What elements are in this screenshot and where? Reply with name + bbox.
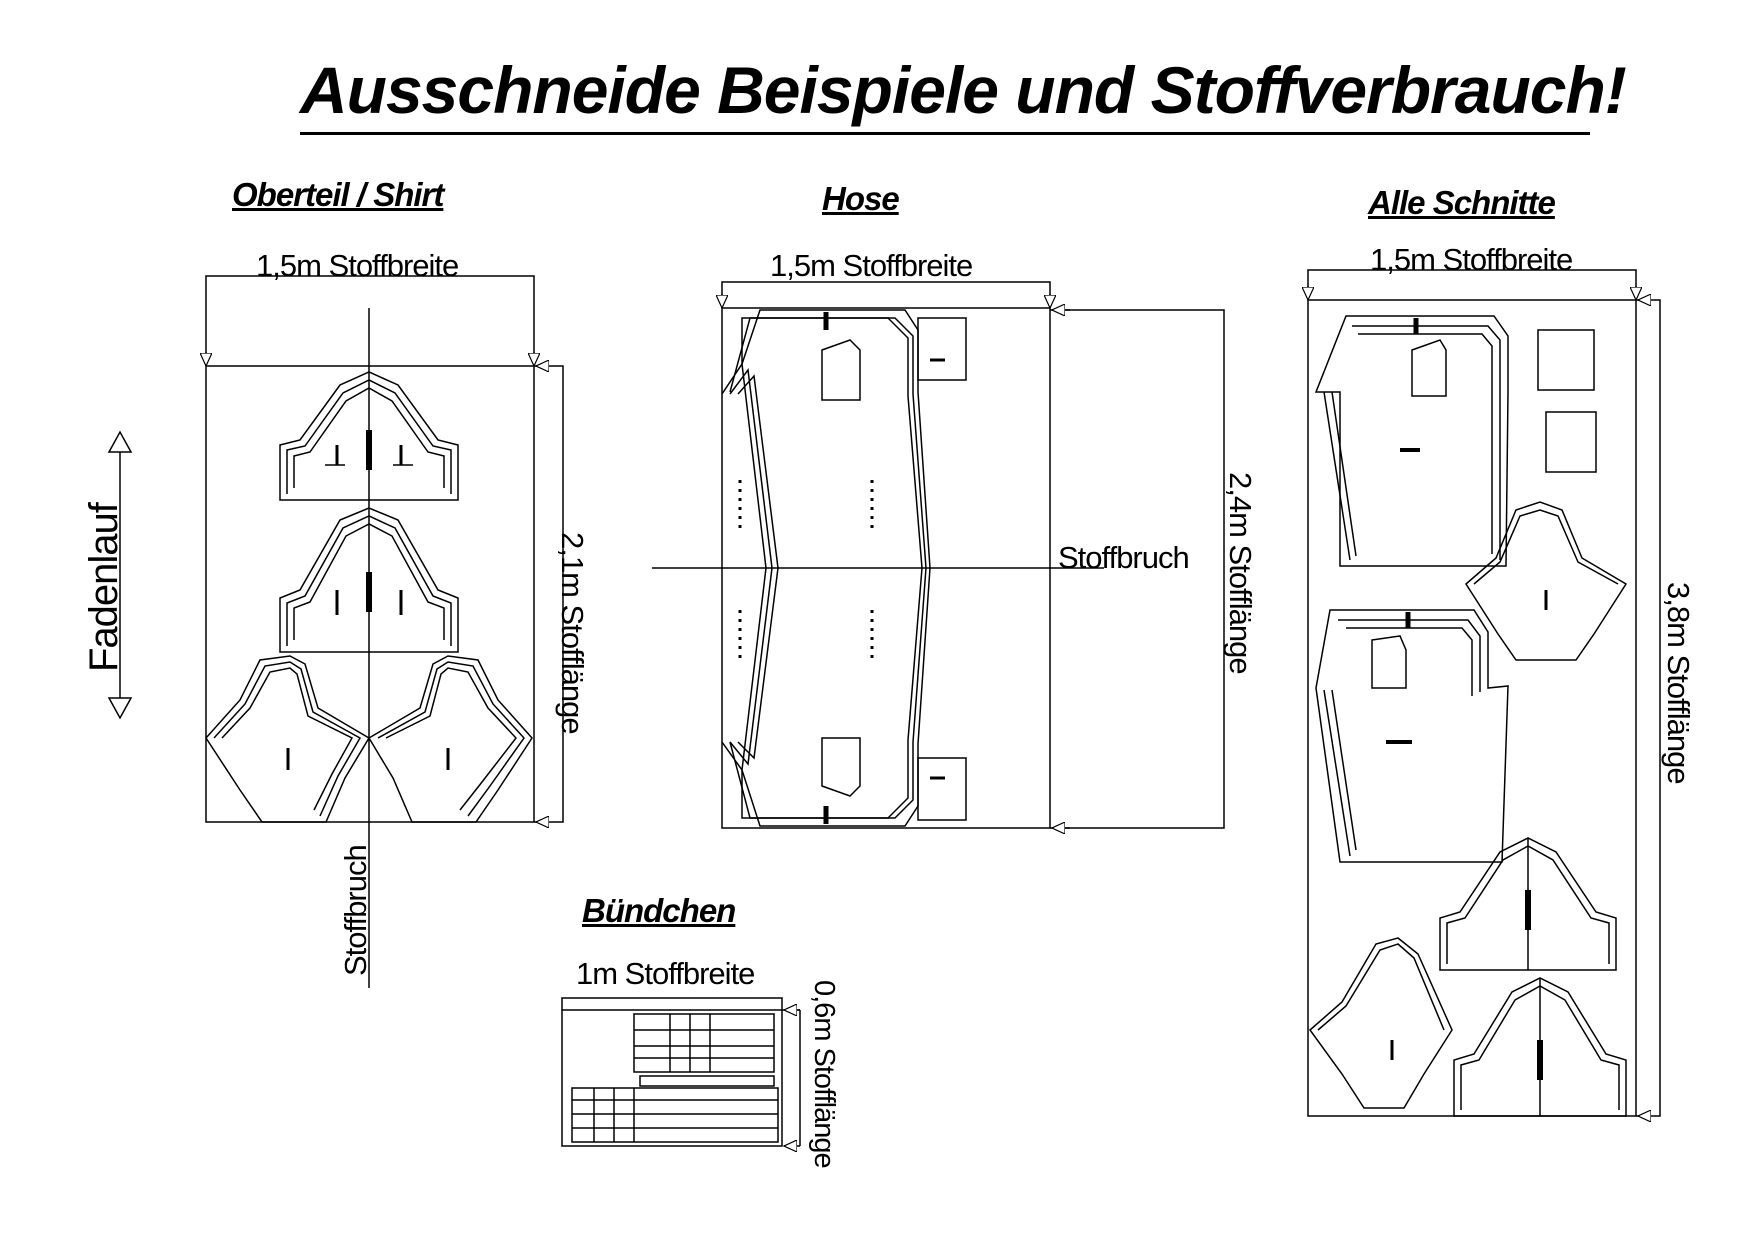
cuffs-width-label: 1m Stoffbreite bbox=[576, 956, 755, 991]
pants-width-label: 1,5m Stoffbreite bbox=[770, 248, 973, 283]
pants-layout bbox=[652, 281, 1225, 829]
all-width-label: 1,5m Stoffbreite bbox=[1370, 242, 1573, 277]
all-body-piece bbox=[1308, 937, 1453, 1109]
pants-length-label: 2,4m Stofflänge bbox=[1223, 472, 1258, 674]
all-length-label: 3,8m Stofflänge bbox=[1661, 582, 1696, 784]
cuffs-fabric-outline bbox=[561, 1009, 783, 1147]
cuffs-length-label: 0,6m Stofflänge bbox=[808, 980, 840, 1168]
page-title: Ausschneide Beispiele und Stoffverbrauch… bbox=[300, 52, 1627, 135]
all-pants-piece bbox=[1315, 609, 1509, 863]
all-fabric-outline bbox=[1307, 299, 1637, 1117]
shirt-fabric-outline bbox=[205, 365, 535, 823]
all-pants-piece bbox=[1314, 315, 1509, 567]
shirt-body-piece bbox=[205, 655, 371, 823]
shirt-fold-label: Stoffbruch bbox=[338, 845, 373, 976]
grain-arrow-icon bbox=[107, 430, 133, 720]
all-layout bbox=[1307, 269, 1661, 1117]
pants-length-dimension bbox=[1050, 309, 1225, 829]
all-small-piece bbox=[1545, 411, 1597, 473]
cuff-strips bbox=[571, 1013, 779, 1143]
all-heading: Alle Schnitte bbox=[1368, 184, 1556, 221]
all-body-piece bbox=[1465, 501, 1628, 661]
pants-leg-piece bbox=[721, 309, 967, 569]
pants-fold-label: Stoffbruch bbox=[1058, 540, 1190, 575]
all-sleeve-piece bbox=[1439, 837, 1617, 971]
pants-heading: Hose bbox=[822, 180, 900, 217]
shirt-heading: Oberteil / Shirt bbox=[232, 176, 444, 213]
cuffs-heading: Bündchen bbox=[582, 892, 736, 929]
shirt-body-piece bbox=[367, 655, 533, 823]
grain-label: Fadenlauf bbox=[82, 503, 126, 672]
shirt-length-label: 2,1m Stofflänge bbox=[555, 532, 590, 734]
cuffs-layout bbox=[561, 997, 801, 1147]
all-sleeve-piece bbox=[1453, 977, 1627, 1117]
all-small-piece bbox=[1537, 329, 1595, 391]
shirt-sleeve-piece bbox=[279, 371, 459, 501]
cuffs-width-dimension bbox=[561, 997, 783, 1010]
shirt-width-label: 1,5m Stoffbreite bbox=[256, 248, 459, 283]
all-length-dimension bbox=[1636, 299, 1661, 1117]
pants-leg-piece bbox=[721, 567, 967, 827]
shirt-width-dimension bbox=[205, 275, 535, 366]
shirt-layout bbox=[205, 275, 564, 988]
pants-width-dimension bbox=[721, 281, 1051, 308]
shirt-sleeve-piece bbox=[279, 507, 459, 653]
all-width-dimension bbox=[1307, 269, 1637, 300]
